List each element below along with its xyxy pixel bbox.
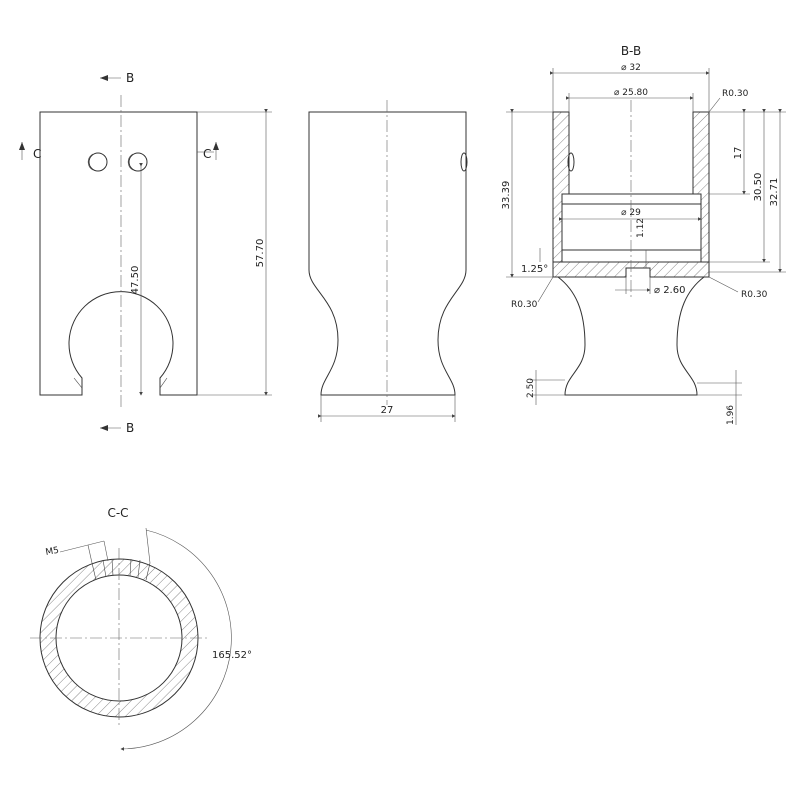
- dim-d25-80-label: ⌀ 25.80: [614, 88, 648, 98]
- section-c-left-label: C: [33, 147, 41, 161]
- side-view-outline: [308, 111, 467, 396]
- section-b-bottom-label: B: [126, 421, 134, 435]
- dim-r030-top-leader: [708, 97, 721, 113]
- dim-d2-60-label: ⌀ 2.60: [654, 285, 685, 296]
- dim-m5-ext-1: [87, 544, 93, 564]
- section-b-top-arrow: [100, 75, 108, 81]
- dim-27-label: 27: [381, 405, 394, 416]
- dim-1-12-label: 1.12: [636, 218, 646, 238]
- front-hole-right-thread: [127, 153, 134, 171]
- front-hole-left-thread: [87, 153, 94, 171]
- dim-m5-ext-2: [103, 540, 109, 562]
- front-hole-right: [128, 152, 148, 172]
- dim-30-50-label: 30.50: [753, 173, 764, 202]
- side-hole: [460, 152, 468, 172]
- section-cc-view: C-C M5 165.52°: [30, 506, 252, 751]
- front-view-outline: [39, 111, 198, 396]
- side-view: 27: [308, 100, 468, 422]
- dim-d29-label: ⌀ 29: [621, 208, 641, 218]
- slot-edge-left: [73, 377, 83, 389]
- dim-m5-label: M5: [45, 546, 60, 558]
- dim-1-96-label: 1.96: [726, 405, 736, 425]
- slot-edge-right: [159, 377, 168, 389]
- dim-d32-label: ⌀ 32: [621, 63, 641, 73]
- section-c-left-arrow: [19, 142, 25, 150]
- section-bb-left-wall: [552, 111, 570, 263]
- dim-angle-label: 1.25°: [521, 264, 548, 275]
- dim-angle-ext-top: [145, 527, 151, 564]
- section-b-top-label: B: [126, 71, 134, 85]
- section-bb-title: B-B: [621, 44, 641, 58]
- section-cc-title: C-C: [107, 506, 128, 520]
- dim-32-71-label: 32.71: [769, 178, 780, 207]
- section-cc-hole-right: [129, 558, 151, 581]
- dim-33-39-label: 33.39: [501, 181, 512, 210]
- section-bb-view: B-B ⌀ 32 ⌀ 25.80 R0.30 ⌀ 29 1.12: [501, 44, 786, 425]
- dim-r030-right-leader: [708, 276, 739, 293]
- dim-r030-right-label: R0.30: [741, 290, 768, 300]
- dim-m5-leader: [59, 540, 105, 553]
- section-bb-neck: [557, 276, 705, 396]
- front-view: B B C C 57.70 47.50: [19, 71, 272, 435]
- dim-r030-left-leader: [537, 276, 554, 303]
- dim-angle-cc-label: 165.52°: [212, 650, 252, 661]
- dim-angle-arc: [120, 529, 232, 751]
- section-bb-side-hole: [567, 152, 575, 172]
- section-c-right-arrow: [213, 142, 219, 150]
- section-cc-hole-left: [91, 558, 114, 581]
- section-c-right-label: C: [203, 147, 211, 161]
- section-b-bottom-arrow: [100, 425, 108, 431]
- dim-r030-top-label: R0.30: [722, 89, 749, 99]
- dim-17-label: 17: [733, 147, 744, 160]
- dim-47-50-label: 47.50: [130, 266, 141, 295]
- front-hole-left: [88, 152, 108, 172]
- dim-57-70-label: 57.70: [255, 239, 266, 268]
- section-bb-right-wall: [692, 111, 710, 263]
- dim-r030-left-label: R0.30: [511, 300, 538, 310]
- section-bb-floor: [552, 261, 710, 278]
- dim-2-50-label: 2.50: [526, 378, 536, 398]
